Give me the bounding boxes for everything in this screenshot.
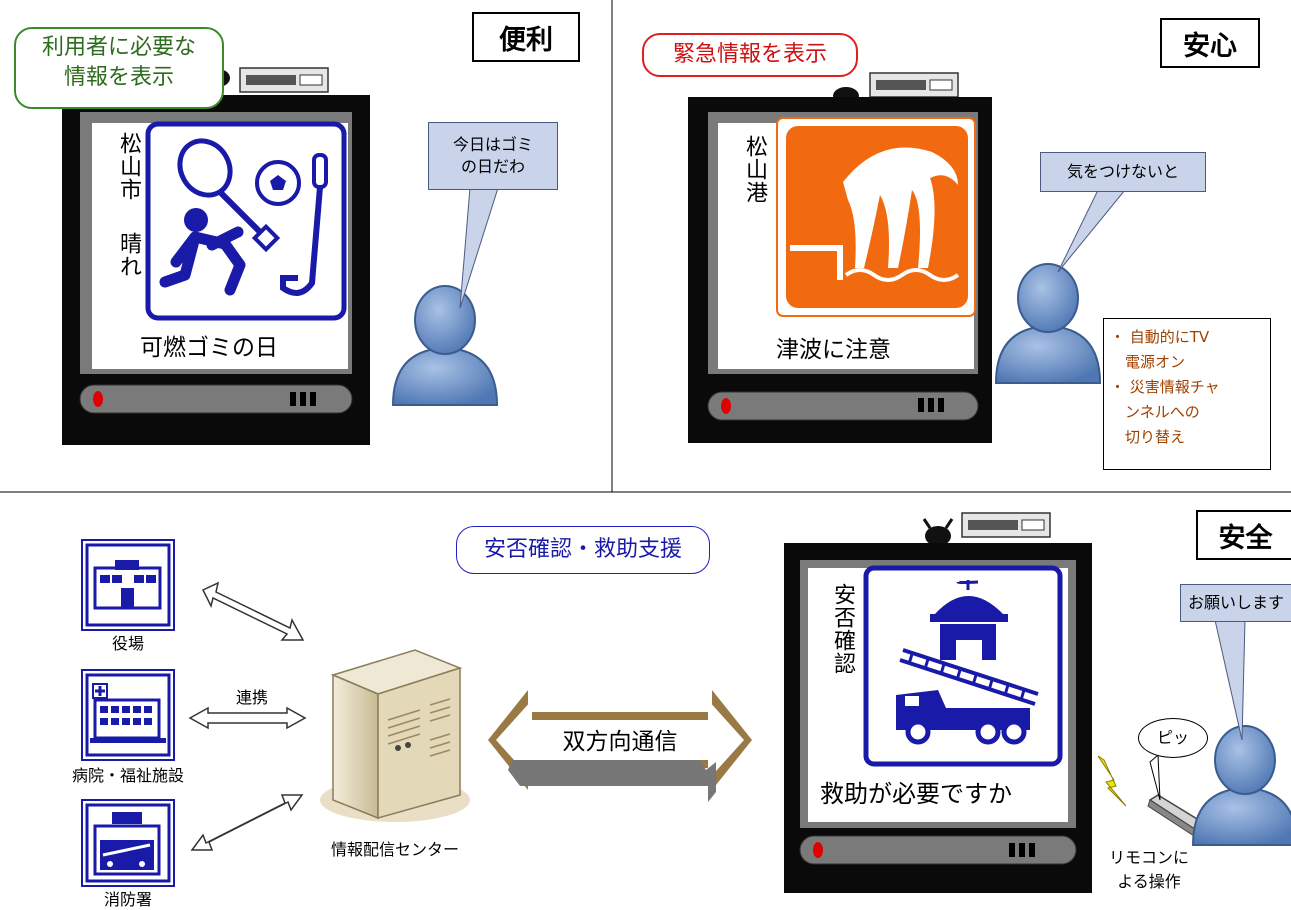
screen-weather-convenience: 晴れ: [116, 232, 141, 278]
convenience-headline: 利用者に必要な 情報を表示: [14, 27, 224, 109]
screen-location-security: 松山港: [742, 135, 767, 204]
sports-icon: [145, 121, 347, 321]
speech-convenience: 今日はゴミ の日だわ: [428, 122, 558, 190]
screen-location-convenience: 松山市: [116, 132, 141, 201]
two-way-arrow: [488, 690, 752, 802]
tsunami-icon: [776, 117, 976, 317]
fire-station-icon: [81, 799, 175, 887]
security-headline: 緊急情報を表示: [642, 33, 858, 77]
screen-caption-safety: 救助が必要ですか: [820, 780, 1012, 808]
link-label: 連携: [235, 688, 268, 707]
speech-security: 気をつけないと: [1040, 152, 1206, 192]
signal-lightning-icon: [1097, 755, 1127, 807]
two-way-label: 双方向通信: [562, 729, 678, 755]
support-headline: 安否確認・救助支援: [456, 526, 710, 574]
town-hall-label: 役場: [111, 634, 144, 653]
speech-safety: お願いします: [1180, 584, 1291, 622]
remote-sound-bubble: ピッ: [1138, 718, 1208, 758]
tag-security: 安心: [1160, 18, 1260, 68]
remote-label: リモコンに よる操作: [1108, 848, 1189, 891]
tag-safety-label: 安全: [1218, 522, 1273, 554]
screen-caption-convenience: 可燃ゴミの日: [140, 335, 278, 361]
town-hall-icon: [81, 539, 175, 631]
server-label: 情報配信センター: [330, 840, 459, 859]
tag-safety: 安全: [1196, 510, 1291, 560]
server-icon: [320, 649, 470, 822]
screen-caption-security: 津波に注意: [776, 337, 891, 363]
person-convenience: [392, 285, 498, 406]
hospital-icon: [81, 669, 175, 761]
screen-vertical-safety: 安否確認: [830, 583, 855, 675]
auto-actions-note: ・ 自動的にTV 電源オン ・ 災害情報チャ ンネルへの 切り替え: [1103, 318, 1271, 470]
person-security: [995, 263, 1101, 384]
tag-convenience-label: 便利: [499, 24, 553, 56]
tag-security-label: 安心: [1183, 30, 1237, 62]
person-safety: [1192, 725, 1291, 846]
tag-convenience: 便利: [472, 12, 580, 62]
rescue-icon: [863, 565, 1063, 767]
hospital-label: 病院・福祉施設: [71, 766, 184, 785]
link-arrows: [188, 581, 307, 851]
fire-station-label: 消防署: [103, 890, 152, 909]
